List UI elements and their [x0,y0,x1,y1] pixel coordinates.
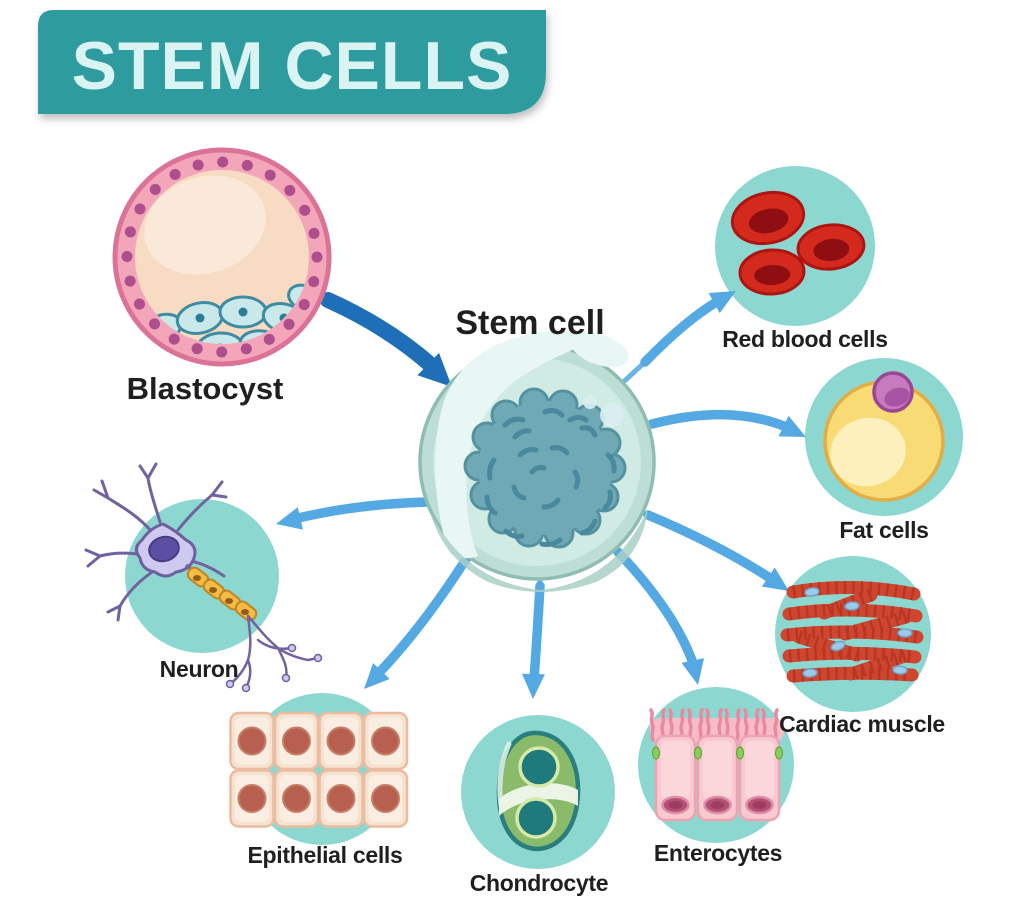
chondrocyte-label: Chondrocyte [470,870,609,896]
page-title: STEM CELLS [72,28,513,104]
cardiac-muscle-illustration [780,580,924,683]
blastocyst-arrow [320,292,452,387]
fat-cells-illustration [823,371,945,502]
differentiation-arrows [289,295,796,685]
arrow-to-epithelial-cells [369,551,473,683]
arrow-heads [276,291,806,699]
neuron-label: Neuron [160,656,239,682]
stem-cell-illustration [418,330,656,592]
myelin-sheaths [186,566,258,622]
neuron-illustration [84,462,323,693]
title-banner: STEM CELLS [38,10,546,114]
arrow-to-enterocytes [613,547,699,671]
arrow-to-chondrocyte [529,581,545,685]
neuron-terminals [228,614,320,690]
arrow-to-fat-cells [647,409,796,434]
red-blood-cells-label: Red blood cells [722,326,887,352]
arrow-to-red-blood-cells [640,295,725,367]
blastocyst-illustration [112,147,332,367]
stem-cell-label: Stem cell [455,304,604,342]
banner-background [38,10,546,114]
stem-cell-nucleus [463,387,627,549]
enterocytes-label: Enterocytes [654,840,782,866]
labels: Stem cell Blastocyst Red blood cells Fat… [127,304,946,896]
cardiac-muscle-label: Cardiac muscle [779,711,945,737]
red-blood-cells-illustration [730,190,866,296]
enterocytes-illustration [649,708,784,822]
epithelial-cells-illustration [229,711,409,828]
fat-cells-label: Fat cells [839,517,928,543]
neuron-nucleus [148,535,180,563]
chondrocyte-illustration [496,730,581,852]
blastocyst-label: Blastocyst [127,371,284,406]
epithelial-cells-label: Epithelial cells [248,842,403,868]
arrow-to-cardiac-muscle [643,510,781,587]
arrow-to-neuron [289,497,433,524]
trophoblast-dots [121,156,323,358]
